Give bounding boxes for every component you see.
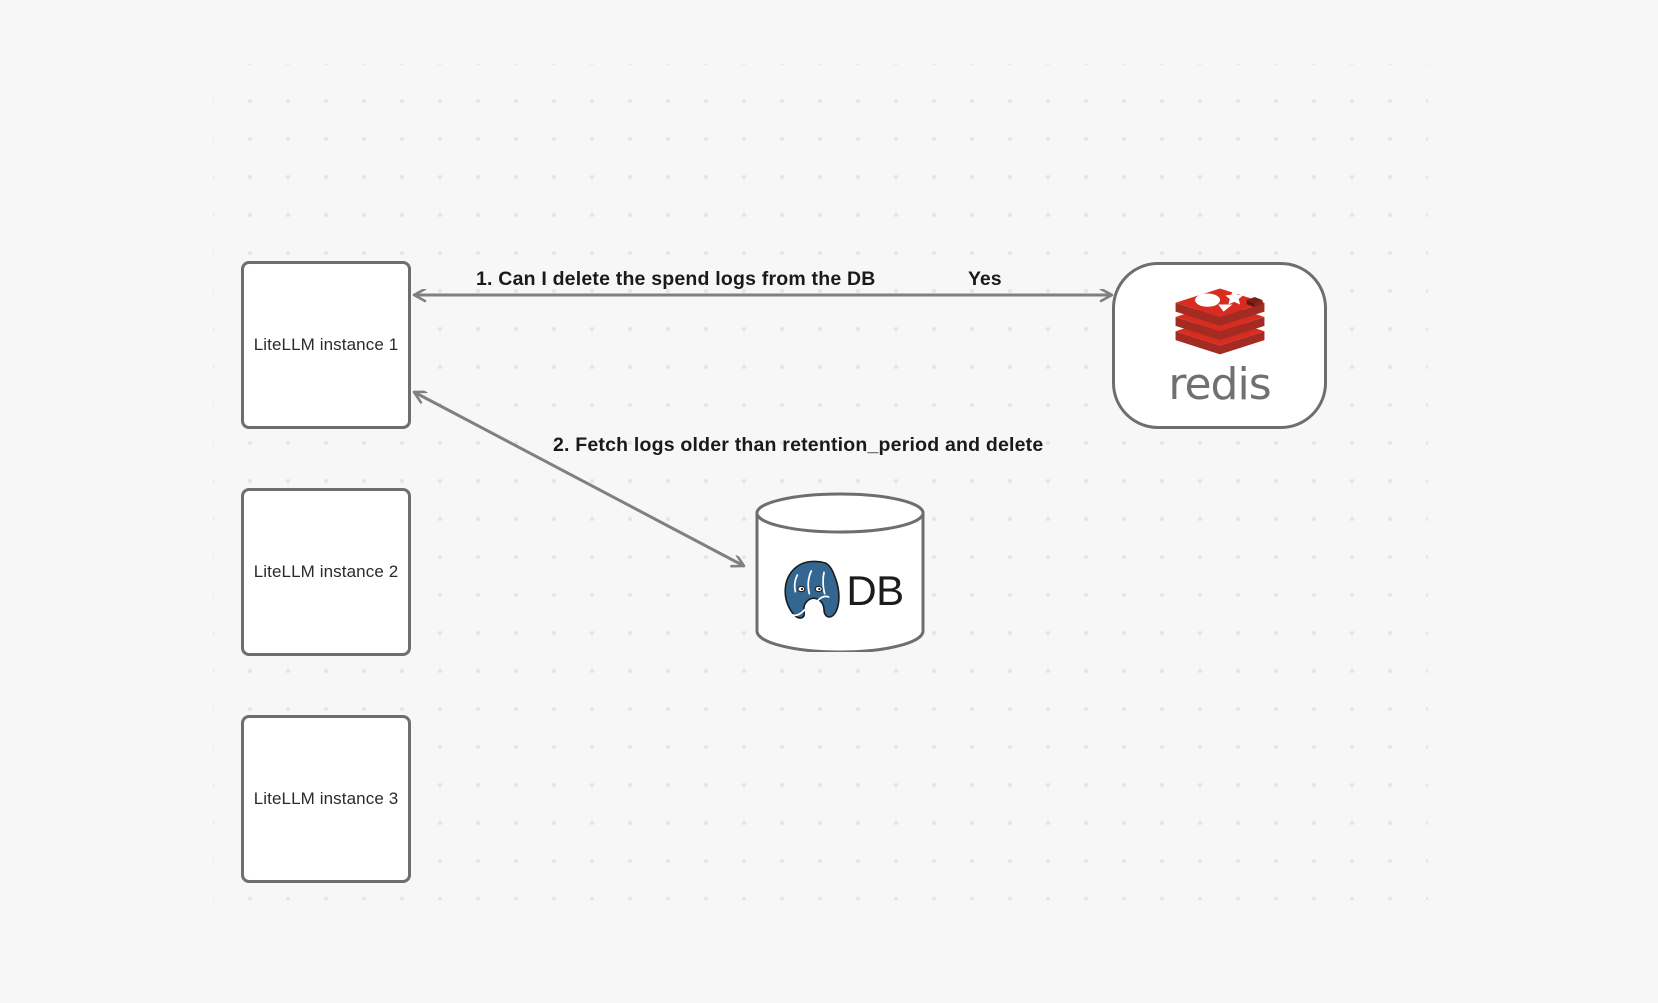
redis-wordmark: redis (1168, 358, 1271, 410)
node-redis[interactable]: redis (1112, 262, 1327, 429)
redis-logo: redis (1166, 285, 1274, 407)
node-litellm-instance-3[interactable]: LiteLLM instance 3 (241, 715, 411, 883)
node-litellm-instance-2[interactable]: LiteLLM instance 2 (241, 488, 411, 656)
node-litellm-instance-1[interactable]: LiteLLM instance 1 (241, 261, 411, 429)
edge-label-1-reply: Yes (968, 268, 1002, 290)
db-node-content: DB (753, 492, 927, 652)
db-node-label: DB (846, 567, 904, 614)
node-postgres-db[interactable]: DB (753, 492, 927, 652)
node-label-litellm-1: LiteLLM instance 1 (253, 335, 399, 354)
redis-stack-icon (1175, 288, 1264, 354)
node-label-litellm-2: LiteLLM instance 2 (253, 562, 399, 581)
postgresql-elephant-icon (783, 559, 842, 621)
edge-label-1: 1. Can I delete the spend logs from the … (476, 268, 876, 290)
node-label-litellm-3: LiteLLM instance 3 (253, 789, 399, 808)
edge-label-2: 2. Fetch logs older than retention_perio… (553, 434, 1044, 456)
edge-litellm1-db (414, 392, 744, 566)
